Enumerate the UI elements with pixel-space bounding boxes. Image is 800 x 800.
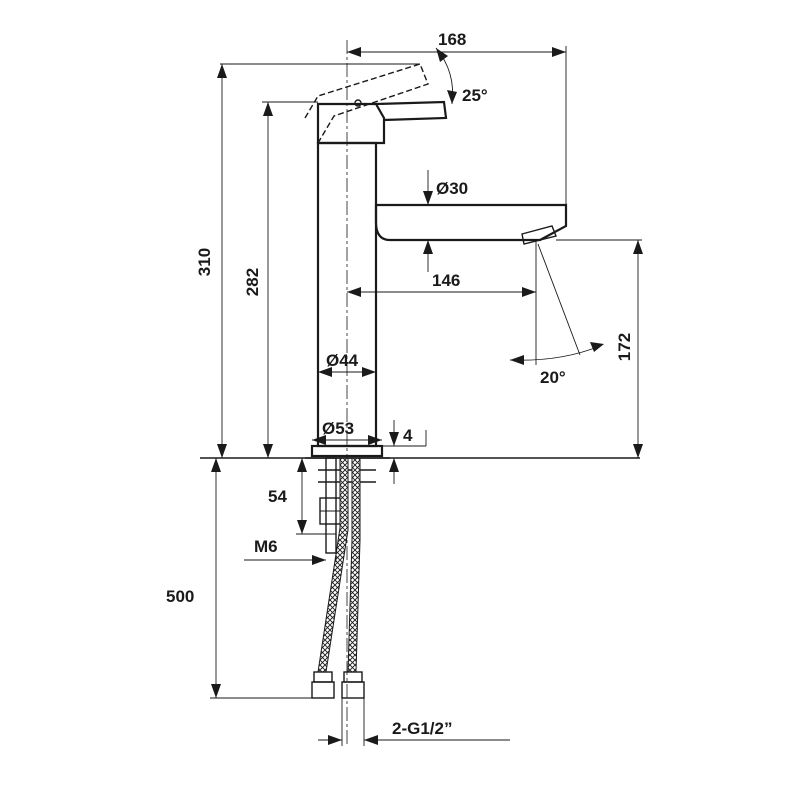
dim-total-height: 310 xyxy=(195,63,420,458)
thread-length-label: 54 xyxy=(268,487,287,506)
dim-base-diameter: Ø53 xyxy=(312,419,382,445)
hose-length-label: 500 xyxy=(166,587,194,606)
total-height-label: 310 xyxy=(195,248,214,276)
dim-bolt-size: M6 xyxy=(244,534,337,565)
handle-tilted-outline xyxy=(304,63,429,144)
hose-connection-label: 2-G1/2” xyxy=(392,719,452,738)
spout-reach-total-label: 168 xyxy=(438,30,466,49)
dim-spout-reach-total: 168 xyxy=(347,30,567,205)
faucet-body xyxy=(304,63,448,459)
dim-thread-length: 54 xyxy=(268,458,336,535)
dim-hose-connection: 2-G1/2” xyxy=(318,698,510,746)
base-diameter-label: Ø53 xyxy=(322,419,354,438)
bolt-size-label: M6 xyxy=(254,537,278,556)
body-diameter-label: Ø44 xyxy=(326,351,359,370)
dim-base-thickness: 4 xyxy=(382,420,427,484)
dim-spout-angle: 20° xyxy=(509,243,604,387)
body-height-label: 282 xyxy=(243,268,262,296)
centerlines xyxy=(346,40,537,745)
spout-angle-label: 20° xyxy=(540,368,566,387)
handle-angle-label: 25° xyxy=(462,86,488,105)
faucet-spout xyxy=(374,203,568,245)
dim-spout-reach: 146 xyxy=(347,271,536,297)
spout-reach-label: 146 xyxy=(432,271,460,290)
base-thickness-label: 4 xyxy=(403,426,413,445)
spout-diameter-label: Ø30 xyxy=(436,179,468,198)
dim-spout-diameter: Ø30 xyxy=(423,170,468,272)
dim-spout-height: 172 xyxy=(556,239,643,458)
dim-body-height: 282 xyxy=(243,101,318,458)
dim-handle-angle: 25° xyxy=(435,47,488,105)
flexible-hoses xyxy=(311,457,365,699)
dim-body-diameter: Ø44 xyxy=(318,351,376,377)
dim-hose-length: 500 xyxy=(166,458,312,699)
spout-height-label: 172 xyxy=(615,333,634,361)
